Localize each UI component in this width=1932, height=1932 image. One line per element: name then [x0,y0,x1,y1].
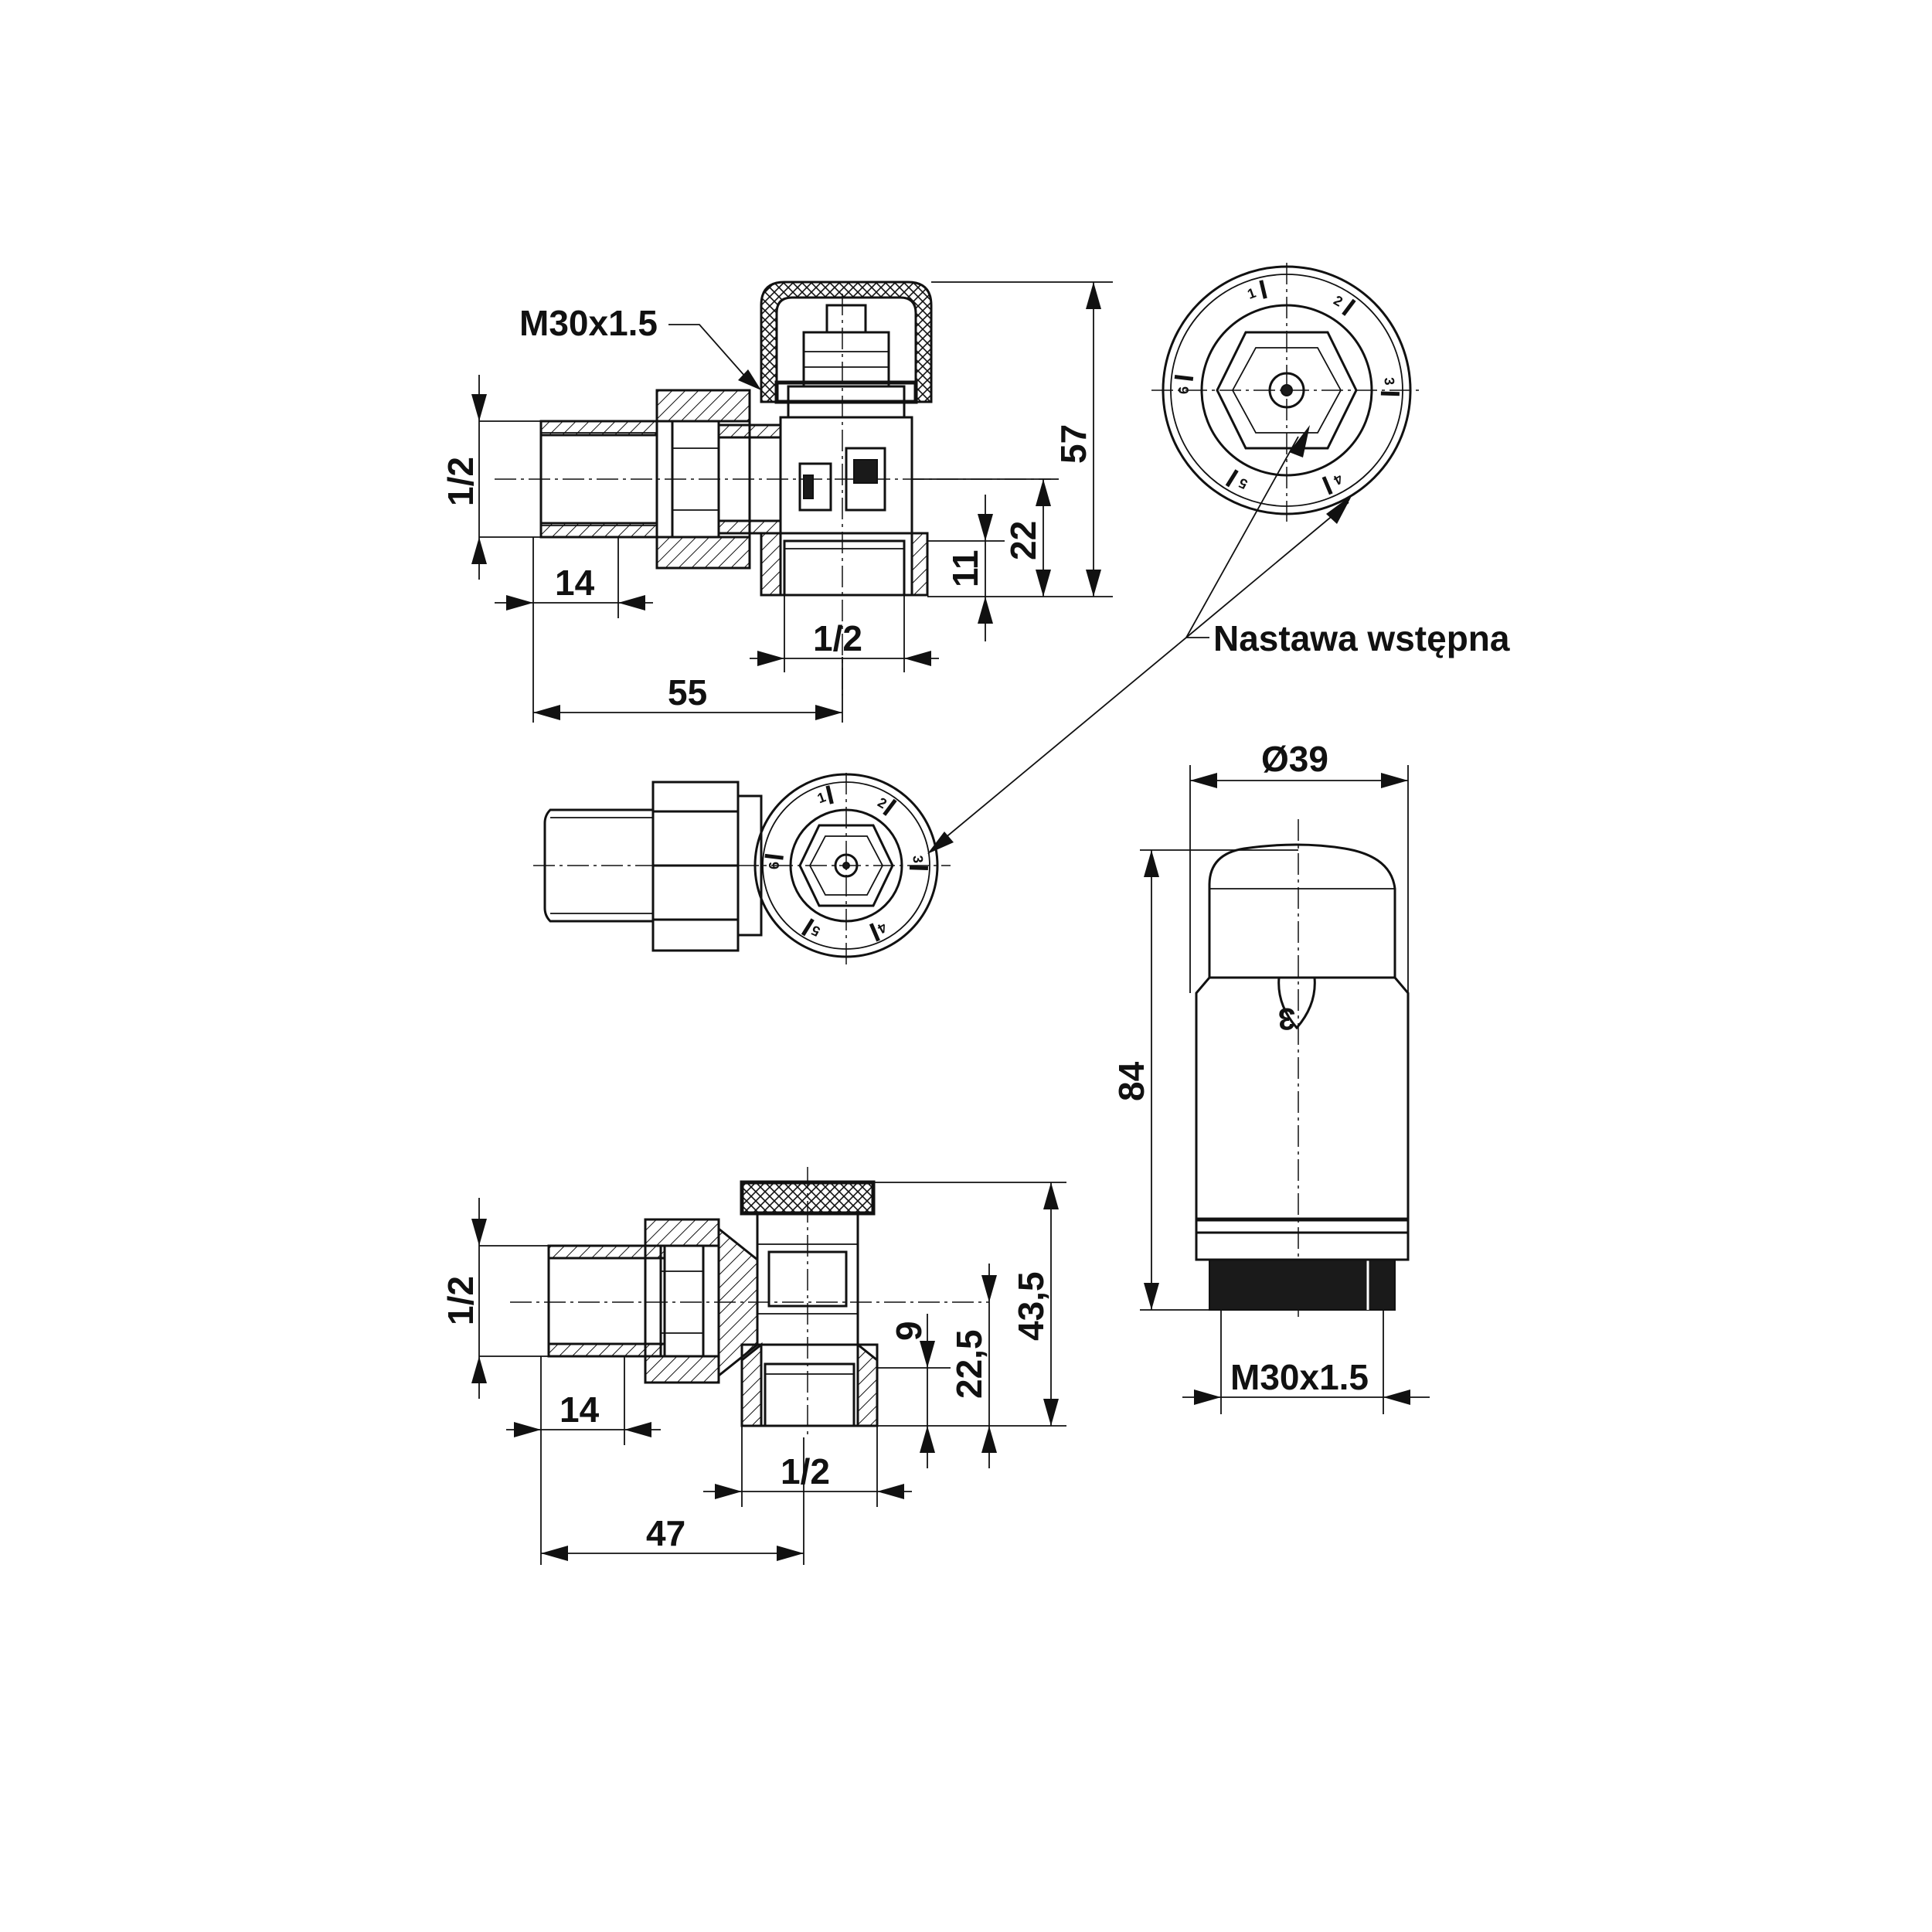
thermostatic-head-view: 3 [1195,819,1410,1321]
dial-tick [1321,476,1333,495]
dial-tick [1174,375,1194,381]
straight-pipe-left-dim: 1/2 [440,1276,481,1325]
dial-number: 1 [815,789,828,806]
angle-height-22: 22 [1003,521,1043,560]
head-scale-mark: 3 [1278,1002,1295,1036]
straight-valve-section [510,1167,989,1437]
straight-height-43-5: 43,5 [1011,1271,1051,1341]
straight-len-47: 47 [646,1513,685,1553]
angle-pipe-left-dim: 1/2 [440,457,481,506]
leader-preset: Nastawa wstępna [927,425,1510,854]
angle-pipe-bottom-dim: 1/2 [813,618,862,658]
angle-valve-section [495,281,1051,696]
preset-label: Nastawa wstępna [1213,618,1510,658]
straight-height-9: 9 [889,1321,929,1341]
angle-height-57: 57 [1053,424,1094,464]
straight-valve-dimensions: 1/2 14 47 1/2 43,5 22,5 [440,1182,1066,1565]
dial-tick [909,866,928,870]
angle-len-55: 55 [668,672,707,713]
dial-tick [764,853,784,860]
angle-height-11: 11 [945,549,985,587]
dial-number: 3 [910,855,926,864]
angle-len-14: 14 [555,563,595,603]
dial-number: 6 [767,862,782,869]
dial-tick [1225,469,1239,488]
dial-number: 3 [1381,377,1397,386]
dial-tick [1259,280,1267,299]
straight-pipe-bottom-dim: 1/2 [781,1451,830,1492]
dial-tick [801,918,815,937]
thread-head-label: M30x1.5 [1230,1357,1369,1397]
straight-len-14: 14 [560,1389,600,1430]
dial-tick [1342,298,1356,316]
head-diameter-label: Ø39 [1261,739,1328,779]
dial-number: 4 [1331,471,1345,488]
top-dial-view: 1 2 3 4 5 6 [1151,263,1422,522]
head-dimensions: Ø39 84 M30x1.5 [1111,739,1430,1414]
straight-height-22-5: 22,5 [949,1329,989,1399]
dial-tick [825,785,834,804]
leader-thread-top: M30x1.5 [519,303,761,390]
angle-valve-dimensions: 1/2 14 55 1/2 57 22 [440,281,1113,723]
thread-top-label: M30x1.5 [519,303,658,343]
dial-tick [869,923,880,942]
dial-tick [883,798,897,816]
dial-number: 1 [1245,285,1257,302]
dial-number: 2 [1331,292,1345,309]
dial-number: 6 [1176,386,1192,394]
head-height-84: 84 [1111,1061,1151,1101]
dial-tick [1380,391,1400,396]
dial-number: 5 [1236,475,1250,492]
